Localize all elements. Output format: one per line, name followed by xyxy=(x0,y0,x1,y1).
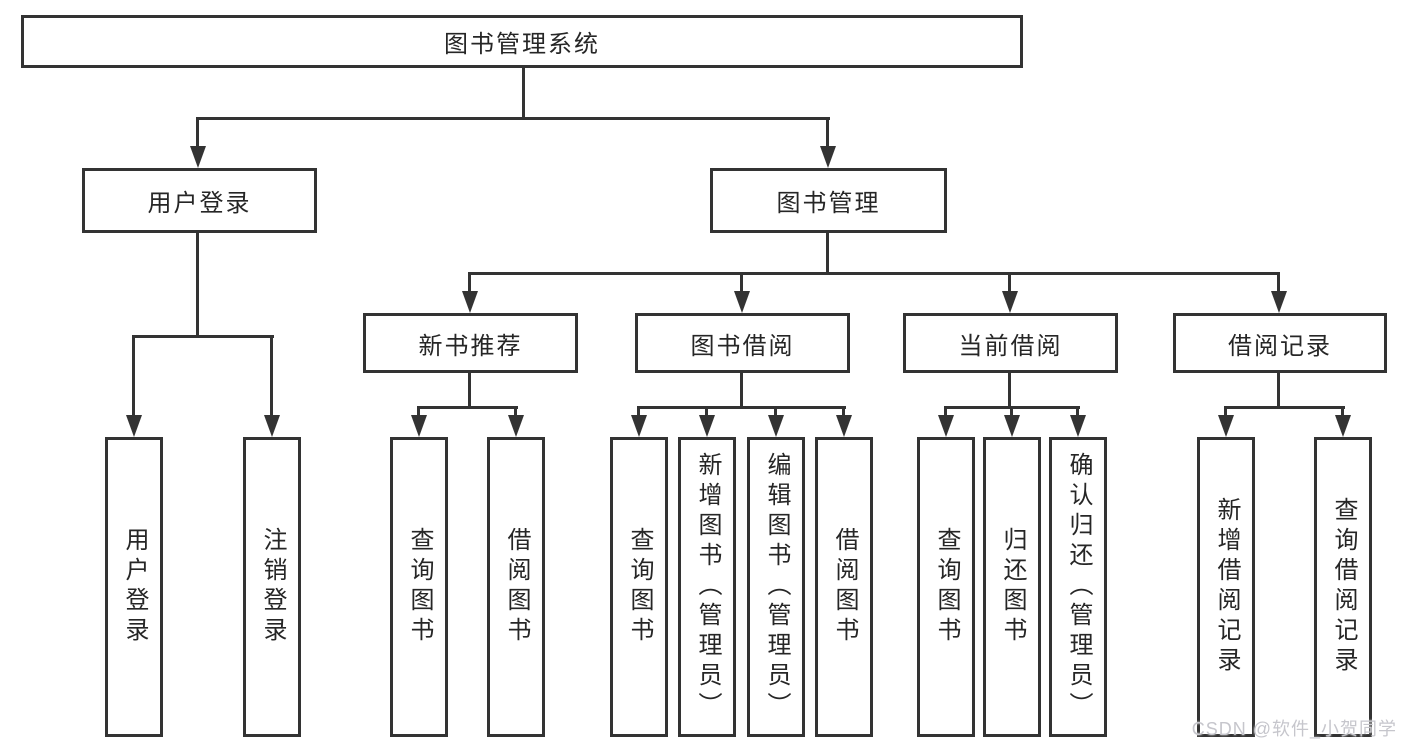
connector-root-stem xyxy=(522,68,525,120)
arrow-records-leaf-1 xyxy=(1224,406,1227,415)
leaf-recommend-query-books: 查询图书 xyxy=(390,437,448,737)
arrow-recommend-leaf-2 xyxy=(514,406,517,415)
node-book-management: 图书管理 xyxy=(710,168,947,233)
leaf-current-query-books-label: 查询图书 xyxy=(933,527,960,647)
arrow-borrow-leaf-2 xyxy=(705,406,708,415)
arrow-borrow-leaf-4 xyxy=(842,406,845,415)
arrow-current-leaf-1 xyxy=(944,406,947,415)
leaf-borrow-borrow-books: 借阅图书 xyxy=(815,437,873,737)
leaf-user-login-label: 用户登录 xyxy=(121,527,148,647)
leaf-borrow-add-books-admin: 新增图书（管理员） xyxy=(678,437,736,737)
node-book-borrow: 图书借阅 xyxy=(635,313,850,373)
connector-borrow-stem xyxy=(740,373,743,409)
leaf-recommend-query-books-label: 查询图书 xyxy=(406,527,433,647)
leaf-logout: 注销登录 xyxy=(243,437,301,737)
leaf-borrow-query-books: 查询图书 xyxy=(610,437,668,737)
arrow-recommend-leaf-1 xyxy=(417,406,420,415)
connector-records-stem xyxy=(1277,373,1280,409)
connector-user-branch xyxy=(132,335,274,338)
node-library-system: 图书管理系统 xyxy=(21,15,1023,68)
leaf-user-login: 用户登录 xyxy=(105,437,163,737)
connector-recommend-branch xyxy=(417,406,518,409)
node-user-login: 用户登录 xyxy=(82,168,317,233)
arrow-current-leaf-3 xyxy=(1076,406,1079,415)
arrow-borrow-leaf-1 xyxy=(637,406,640,415)
connector-level2-branch xyxy=(196,117,830,120)
connector-current-stem xyxy=(1008,373,1011,409)
connector-level3-branch xyxy=(468,272,1280,275)
leaf-logout-label: 注销登录 xyxy=(259,527,286,647)
leaf-current-return-books-label: 归还图书 xyxy=(999,527,1026,647)
connector-borrow-branch xyxy=(637,406,846,409)
leaf-current-query-books: 查询图书 xyxy=(917,437,975,737)
leaf-current-confirm-return-admin-label: 确认归还（管理员） xyxy=(1065,452,1092,722)
arrow-to-logout-leaf xyxy=(270,335,273,415)
connector-management-stem xyxy=(826,233,829,275)
arrow-to-book-management xyxy=(826,117,829,146)
leaf-recommend-borrow-books: 借阅图书 xyxy=(487,437,545,737)
leaf-borrow-edit-books-admin-label: 编辑图书（管理员） xyxy=(763,452,790,722)
csdn-watermark: CSDN @软件_小贺同学 xyxy=(1191,719,1397,739)
connector-records-branch xyxy=(1224,406,1345,409)
arrow-current-leaf-2 xyxy=(1010,406,1013,415)
arrow-borrow-leaf-3 xyxy=(774,406,777,415)
leaf-current-return-books: 归还图书 xyxy=(983,437,1041,737)
leaf-records-query-record: 查询借阅记录 xyxy=(1314,437,1372,737)
arrow-to-book-borrow xyxy=(740,272,743,291)
leaf-current-confirm-return-admin: 确认归还（管理员） xyxy=(1049,437,1107,737)
node-borrow-records: 借阅记录 xyxy=(1173,313,1387,373)
arrow-to-new-book-recommend xyxy=(468,272,471,291)
node-new-book-recommend: 新书推荐 xyxy=(363,313,578,373)
leaf-borrow-borrow-books-label: 借阅图书 xyxy=(831,527,858,647)
arrow-records-leaf-2 xyxy=(1341,406,1344,415)
arrow-to-current-borrow xyxy=(1008,272,1011,291)
leaf-records-add-record: 新增借阅记录 xyxy=(1197,437,1255,737)
arrow-to-borrow-records xyxy=(1277,272,1280,291)
leaf-borrow-query-books-label: 查询图书 xyxy=(626,527,653,647)
leaf-borrow-add-books-admin-label: 新增图书（管理员） xyxy=(694,452,721,722)
leaf-recommend-borrow-books-label: 借阅图书 xyxy=(503,527,530,647)
arrow-to-user-login xyxy=(196,117,199,146)
connector-user-stem xyxy=(196,233,199,338)
arrow-to-user-login-leaf xyxy=(132,335,135,415)
connector-recommend-stem xyxy=(468,373,471,409)
leaf-records-add-record-label: 新增借阅记录 xyxy=(1213,497,1240,677)
node-current-borrow: 当前借阅 xyxy=(903,313,1118,373)
leaf-borrow-edit-books-admin: 编辑图书（管理员） xyxy=(747,437,805,737)
leaf-records-query-record-label: 查询借阅记录 xyxy=(1330,497,1357,677)
